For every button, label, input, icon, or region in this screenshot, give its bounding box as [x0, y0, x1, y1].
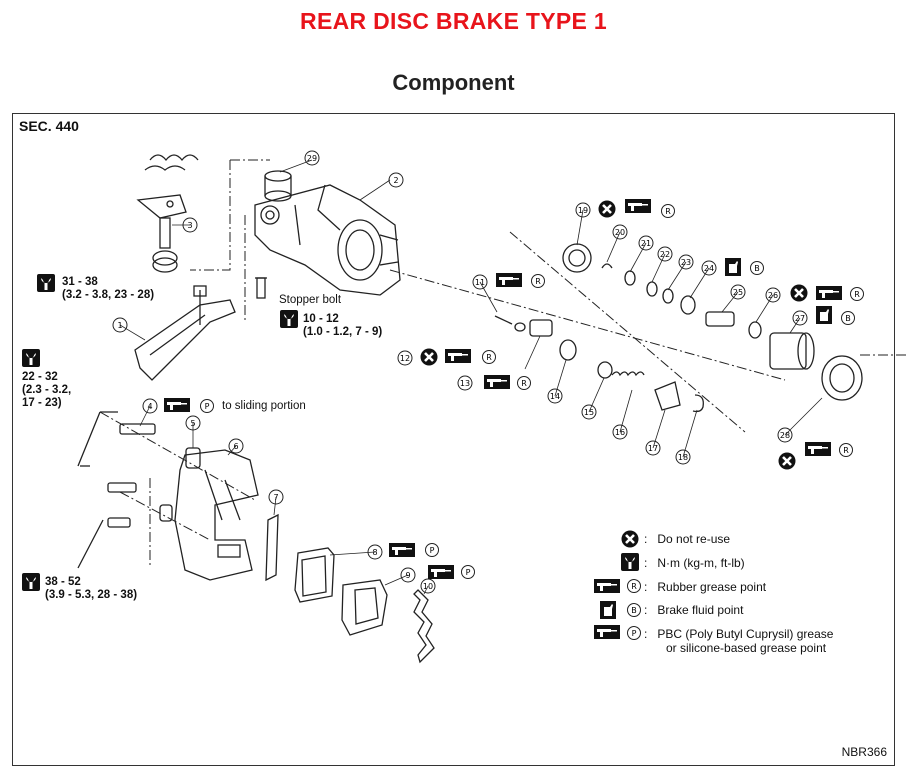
symbol-letter-circle — [200, 399, 214, 413]
diagram-frame — [12, 113, 895, 766]
symbol-letter-circle — [850, 287, 864, 301]
torque-spec-1: 31 - 38 (3.2 - 3.8, 23 - 28) — [62, 276, 155, 301]
symbol-letter-circle — [750, 261, 764, 275]
symbol-letter-circle — [661, 204, 675, 218]
symbol-letter: P — [205, 402, 210, 411]
callout-number: 16 — [615, 428, 625, 437]
callout-number: 9 — [405, 571, 410, 580]
diagram-code: NBR366 — [841, 745, 887, 759]
symbol-letter-circle — [627, 603, 641, 617]
symbol-letter: B — [631, 606, 637, 615]
callout-number: 15 — [584, 408, 594, 417]
torque-spec-3: 22 - 32 (2.3 - 3.2, 17 - 23) — [22, 371, 72, 409]
symbol-letter: P — [466, 568, 471, 577]
grease-icon — [816, 286, 842, 300]
grease-icon — [496, 273, 522, 287]
callout-number: 18 — [678, 453, 688, 462]
assembly-lines — [99, 159, 907, 565]
part-drawings — [77, 154, 907, 664]
grease-icon — [594, 579, 620, 593]
torque-spec-2: 10 - 12 (1.0 - 1.2, 7 - 9) — [303, 313, 383, 338]
callout-number: 2 — [393, 176, 398, 185]
symbol-letter: B — [754, 264, 760, 273]
symbol-letter: P — [632, 629, 637, 638]
callout-circle — [457, 375, 473, 391]
sliding-portion-label: to sliding portion — [222, 400, 306, 412]
symbol-letter-circle — [627, 579, 641, 593]
torque-icon — [621, 553, 639, 571]
grease-icon — [805, 442, 831, 456]
grease-icon — [625, 199, 651, 213]
callout-number: 3 — [187, 221, 192, 230]
symbol-letter: R — [843, 446, 849, 455]
torque-icon — [22, 349, 40, 367]
torque-icon — [280, 310, 298, 328]
grease-icon — [164, 398, 190, 412]
symbol-letter: R — [521, 379, 527, 388]
callout-number: 12 — [400, 354, 410, 363]
symbol-letter: R — [535, 277, 541, 286]
callout-number: 14 — [550, 392, 560, 401]
callout-number: 1 — [117, 321, 122, 330]
do-not-reuse-icon — [621, 530, 639, 548]
do-not-reuse-icon — [420, 348, 438, 366]
grease-icon — [484, 375, 510, 389]
grease-icon — [594, 625, 620, 639]
legend-rubber-grease: : Rubber grease point — [644, 580, 767, 594]
legend-do-not-reuse: : Do not re-use — [644, 532, 731, 546]
symbol-letter-circle — [839, 443, 853, 457]
torque-icon — [37, 274, 55, 292]
symbol-letter-circle — [517, 376, 531, 390]
symbol-letter: P — [430, 546, 435, 555]
symbol-letter: B — [845, 314, 851, 323]
brake-fluid-icon — [600, 601, 616, 619]
symbol-letter: R — [486, 353, 492, 362]
legend-torque: : N·m (kg-m, ft-lb) — [644, 556, 745, 570]
do-not-reuse-icon — [790, 284, 808, 302]
grease-icon — [389, 543, 415, 557]
symbol-letter-circle — [425, 543, 439, 557]
section-label: SEC. 440 — [19, 118, 79, 134]
page-title: REAR DISC BRAKE TYPE 1 — [300, 8, 607, 34]
callout-number: 8 — [372, 548, 377, 557]
grease-icon — [428, 565, 454, 579]
grease-icon — [445, 349, 471, 363]
symbol-letter-circle — [482, 350, 496, 364]
symbol-letter: R — [665, 207, 671, 216]
symbol-letter-circle — [531, 274, 545, 288]
legend-brake-fluid: : Brake fluid point — [644, 603, 744, 617]
callout-number: 17 — [648, 444, 658, 453]
callout-number: 28 — [780, 431, 790, 440]
callout-group: 1234567891011121314151617181920212223242… — [112, 150, 808, 594]
symbol-letter-circle — [841, 311, 855, 325]
brake-fluid-icon — [816, 306, 832, 324]
do-not-reuse-icon — [778, 452, 796, 470]
do-not-reuse-icon — [598, 200, 616, 218]
callout-number: 13 — [460, 379, 470, 388]
torque-spec-4: 38 - 52 (3.9 - 5.3, 28 - 38) — [45, 576, 138, 601]
callout-number: 29 — [307, 154, 317, 163]
stopper-bolt-label: Stopper bolt — [279, 294, 342, 306]
torque-icon — [22, 573, 40, 591]
symbol-letter-circle — [627, 626, 641, 640]
symbol-letter: R — [854, 290, 860, 299]
symbol-letter-circle — [461, 565, 475, 579]
symbol-letter: R — [631, 582, 637, 591]
leader-lines — [119, 159, 823, 595]
letter-circles: P R R R R R R P P B B R B P — [200, 204, 864, 640]
section-title: Component — [392, 70, 515, 95]
brake-fluid-icon — [725, 258, 741, 276]
callout-circle — [388, 172, 404, 188]
callout-circle — [397, 350, 413, 366]
